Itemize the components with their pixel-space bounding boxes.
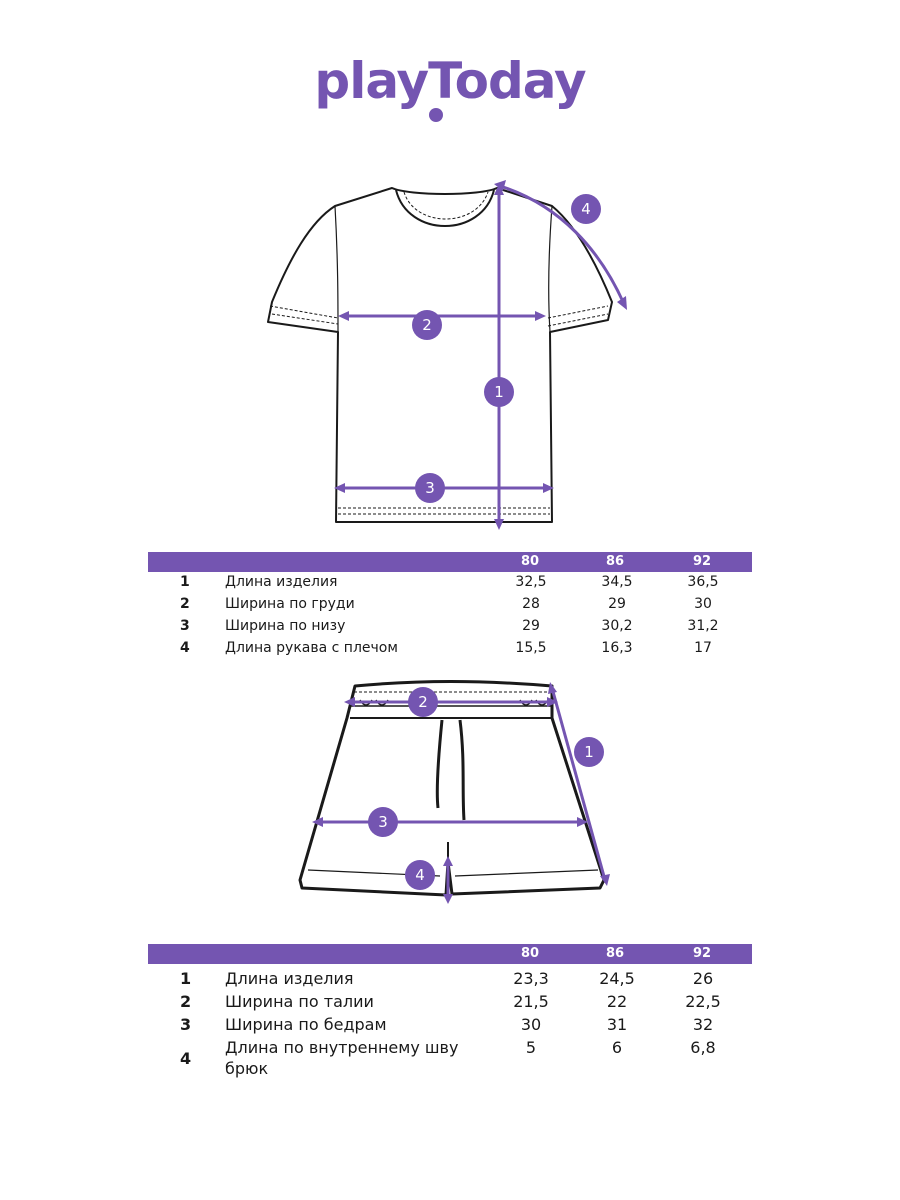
row-value-92: 30: [694, 596, 712, 612]
shorts-size-col-80: 80: [520, 946, 540, 961]
tshirt-diagram: 1 2 3 4: [267, 180, 627, 530]
row-label: Длина рукава с плечом: [225, 640, 398, 656]
row-value-86: 31: [606, 1015, 628, 1034]
row-value-86: 22: [606, 992, 628, 1011]
row-value-80: 28: [522, 596, 540, 612]
tshirt-marker-1: 1: [494, 383, 504, 401]
tshirt-marker-2: 2: [422, 316, 432, 334]
shorts-measure-lines: [318, 687, 607, 898]
row-value-92: 22,5: [685, 992, 721, 1011]
tshirt-table-header: 80 86 92: [148, 552, 752, 572]
row-value-80: 5: [525, 1038, 537, 1057]
row-value-80: 15,5: [515, 640, 547, 656]
row-value-86: 29: [608, 596, 626, 612]
row-value-86: 16,3: [601, 640, 633, 656]
brand-logo: playToday: [314, 52, 586, 110]
shorts-size-col-86: 86: [605, 946, 625, 961]
shorts-arrowheads: [312, 682, 610, 904]
shorts-diagram: 1 2 3 4: [298, 680, 610, 904]
row-value-80: 29: [522, 618, 540, 634]
row-value-80: 30: [520, 1015, 542, 1034]
row-number: 2: [180, 596, 190, 612]
shorts-size-col-92: 92: [692, 946, 712, 961]
tshirt-size-col-80: 80: [520, 554, 540, 569]
row-number: 1: [180, 969, 192, 988]
row-number: 3: [180, 1015, 192, 1034]
row-number: 4: [180, 640, 190, 656]
tshirt-arrowheads: [334, 180, 627, 530]
row-value-86: 30,2: [601, 618, 633, 634]
shorts-marker-4: 4: [415, 866, 425, 884]
row-value-86: 6: [611, 1038, 623, 1057]
row-value-80: 32,5: [515, 574, 547, 590]
row-value-92: 31,2: [687, 618, 719, 634]
row-value-92: 6,8: [690, 1038, 716, 1057]
tshirt-marker-circles: [412, 194, 601, 503]
row-label: Длина изделия: [225, 574, 338, 590]
row-label: Ширина по груди: [225, 596, 355, 612]
tshirt-size-col-92: 92: [692, 554, 712, 569]
row-value-92: 32: [692, 1015, 714, 1034]
shorts-table-header: 80 86 92: [148, 944, 752, 964]
tshirt-marker-4: 4: [581, 200, 591, 218]
row-value-80: 21,5: [513, 992, 549, 1011]
shorts-marker-1: 1: [584, 743, 594, 761]
row-value-80: 23,3: [513, 969, 549, 988]
row-number: 4: [180, 1049, 192, 1068]
row-number: 2: [180, 992, 192, 1011]
shorts-marker-3: 3: [378, 813, 388, 831]
row-value-86: 24,5: [599, 969, 635, 988]
row-value-92: 17: [694, 640, 712, 656]
row-label: Ширина по низу: [225, 618, 346, 634]
row-label: Ширина по бедрам: [225, 1015, 387, 1034]
row-label: Длина по внутреннему шву брюк: [225, 1038, 459, 1078]
row-value-92: 36,5: [687, 574, 719, 590]
shorts-marker-2: 2: [418, 693, 428, 711]
row-value-86: 34,5: [601, 574, 633, 590]
shorts-marker-circles: [368, 687, 604, 890]
brand-logo-dot: [429, 108, 443, 122]
tshirt-outline: [267, 187, 613, 523]
row-label: Длина изделия: [225, 969, 354, 988]
row-number: 3: [180, 618, 190, 634]
tshirt-marker-3: 3: [425, 479, 435, 497]
row-value-92: 26: [692, 969, 714, 988]
row-label: Ширина по талии: [225, 992, 374, 1011]
tshirt-size-col-86: 86: [605, 554, 625, 569]
row-number: 1: [180, 574, 190, 590]
